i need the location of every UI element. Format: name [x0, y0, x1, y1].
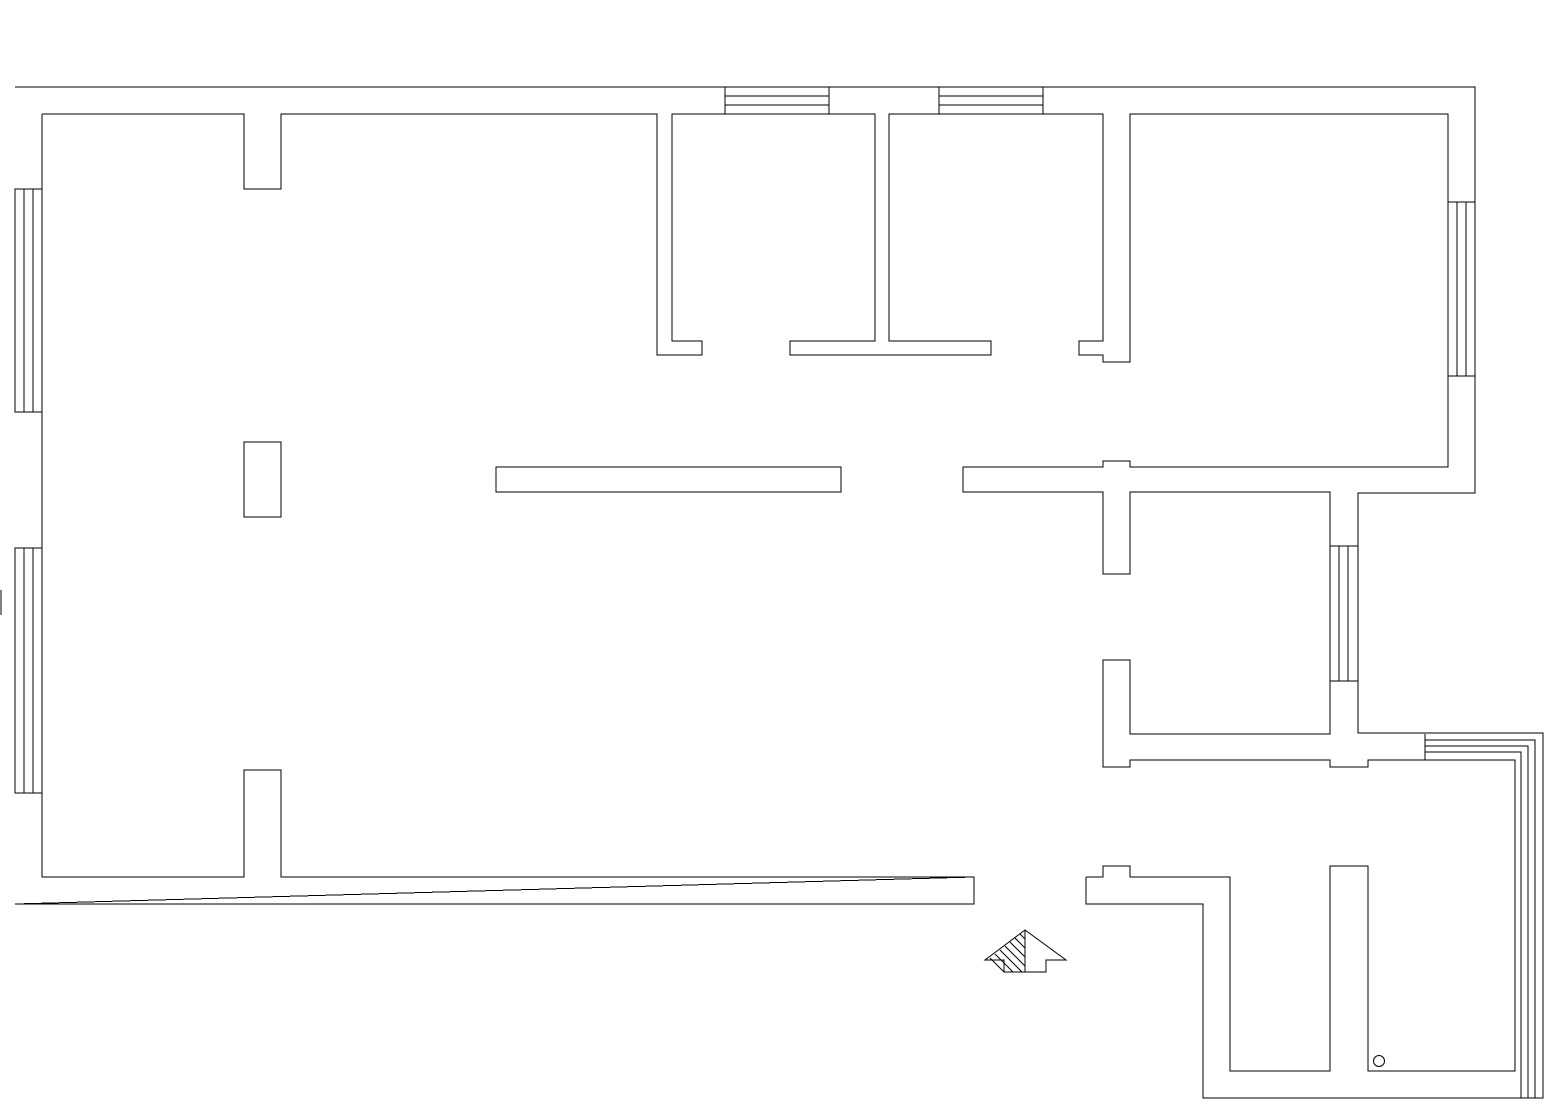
window-left-upper — [14, 188, 43, 413]
entrance-arrow-icon — [983, 929, 1068, 973]
window-inner — [1329, 545, 1359, 682]
structural-column — [243, 441, 282, 518]
window-top-left — [724, 86, 830, 115]
living-area-inner-wall — [41, 113, 1449, 878]
window-top-right — [938, 86, 1044, 115]
floor-drain-icon — [1373, 1055, 1385, 1067]
partition-wall — [495, 466, 842, 493]
outer-wall — [14, 86, 1544, 1099]
balcony-window-lines — [1425, 739, 1536, 1098]
service-room-wall — [1086, 759, 1516, 1072]
window-right — [1447, 201, 1476, 377]
window-left-lower — [14, 547, 43, 794]
